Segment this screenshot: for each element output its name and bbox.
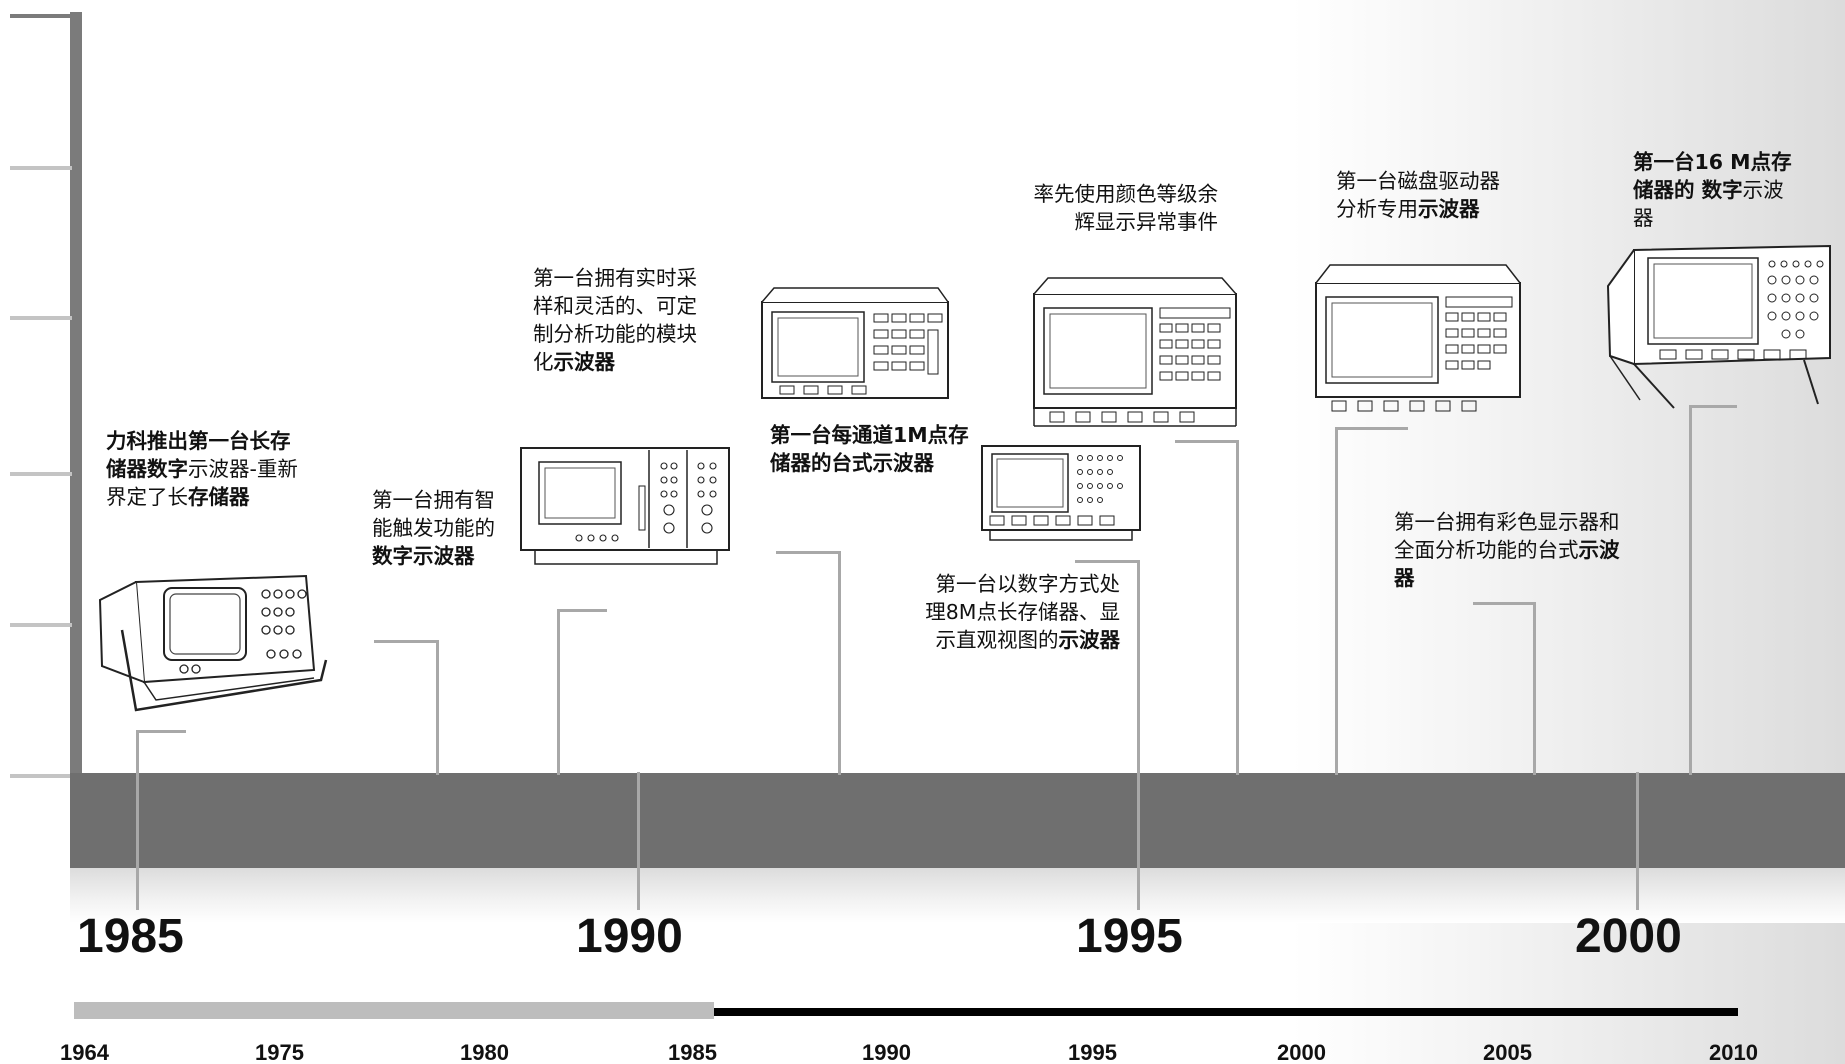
oscilloscope-1m-memory-icon bbox=[760, 280, 952, 405]
scale-bar-future bbox=[714, 1008, 1738, 1016]
scale-year-label: 1995 bbox=[1068, 1040, 1117, 1064]
scale-year-label: 1985 bbox=[668, 1040, 717, 1064]
axis-tick bbox=[10, 623, 72, 627]
axis-tick bbox=[10, 166, 72, 170]
connector-line bbox=[1236, 440, 1239, 775]
connector-line bbox=[557, 609, 560, 775]
scale-year-label: 1964 bbox=[60, 1040, 109, 1064]
axis-tick bbox=[10, 472, 72, 476]
axis-tick bbox=[10, 774, 72, 778]
connector-line bbox=[1533, 602, 1536, 775]
major-year-label: 2000 bbox=[1575, 910, 1682, 963]
connector-line bbox=[1175, 440, 1238, 443]
oscilloscope-8m-memory-icon bbox=[980, 444, 1145, 544]
timeline-band-shadow bbox=[70, 868, 1845, 923]
connector-line bbox=[1636, 772, 1639, 910]
connector-line bbox=[776, 551, 840, 554]
connector-line bbox=[1335, 427, 1408, 430]
connector-line bbox=[838, 551, 841, 775]
scale-year-label: 2010 bbox=[1709, 1040, 1758, 1064]
axis-tick bbox=[10, 14, 72, 18]
major-year-label: 1985 bbox=[77, 910, 184, 963]
milestone-caption-5: 第一台以数字方式处 理8M点长存储器、显 示直观视图的示波器 bbox=[925, 572, 1120, 652]
major-year-label: 1995 bbox=[1076, 910, 1183, 963]
connector-line bbox=[637, 772, 640, 910]
milestone-caption-6: 率先使用颜色等级余 辉显示异常事件 bbox=[1033, 182, 1219, 234]
connector-line bbox=[1473, 602, 1536, 605]
scale-year-label: 2000 bbox=[1277, 1040, 1326, 1064]
connector-line bbox=[1137, 560, 1140, 910]
scale-bar-past bbox=[74, 1002, 714, 1019]
oscilloscope-16m-memory-icon bbox=[1604, 240, 1834, 416]
major-year-label: 1990 bbox=[576, 910, 683, 963]
connector-line bbox=[1689, 405, 1737, 408]
oscilloscope-smart-trigger-icon bbox=[519, 446, 734, 574]
milestone-caption-8: 第一台拥有彩色显示器和 全面分析功能的台式示波 器 bbox=[1394, 510, 1620, 590]
oscilloscope-color-grade-icon bbox=[1032, 268, 1240, 428]
connector-line bbox=[136, 730, 139, 910]
scale-year-label: 1975 bbox=[255, 1040, 304, 1064]
connector-line bbox=[374, 640, 439, 643]
milestone-caption-2: 第一台拥有智 能触发功能的数字示波器 bbox=[372, 488, 495, 568]
connector-line bbox=[136, 730, 186, 733]
connector-line bbox=[436, 640, 439, 775]
axis-tick bbox=[10, 316, 72, 320]
connector-line bbox=[557, 609, 607, 612]
vertical-axis bbox=[70, 12, 82, 872]
connector-line bbox=[1075, 560, 1139, 563]
oscilloscope-disk-drive-icon bbox=[1314, 255, 1524, 417]
connector-line bbox=[1689, 405, 1692, 775]
milestone-caption-1: 力科推出第一台长存储器数字示波器-重新界定了长存储器 bbox=[106, 429, 298, 509]
scale-year-label: 2005 bbox=[1483, 1040, 1532, 1064]
scale-year-label: 1990 bbox=[862, 1040, 911, 1064]
milestone-caption-7: 第一台磁盘驱动器 分析专用示波器 bbox=[1336, 169, 1500, 221]
milestone-caption-3: 第一台拥有实时采 样和灵活的、可定 制分析功能的模块 化示波器 bbox=[533, 266, 697, 374]
connector-line bbox=[1335, 427, 1338, 775]
oscilloscope-1985-icon bbox=[96, 570, 331, 720]
scale-year-label: 1980 bbox=[460, 1040, 509, 1064]
milestone-caption-9: 第一台16 M点存 储器的 数字示波 器 bbox=[1633, 150, 1792, 230]
timeline-band bbox=[70, 773, 1845, 868]
milestone-caption-4: 第一台每通道1M点存 储器的台式示波器 bbox=[770, 423, 969, 475]
